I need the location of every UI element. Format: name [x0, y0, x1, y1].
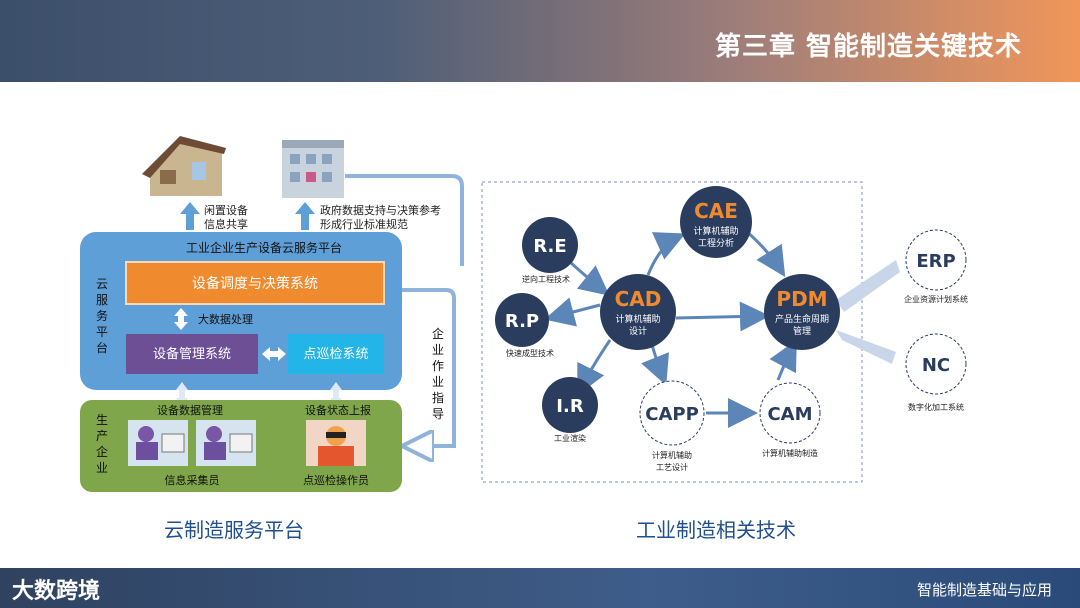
node-erp[interactable]: ERP 企业资源计划系统	[904, 229, 968, 304]
worker-computer-icon	[128, 420, 188, 466]
inspector-icon	[306, 420, 366, 466]
svg-text:NC: NC	[922, 355, 950, 376]
svg-text:I.R: I.R	[556, 396, 584, 417]
collector-label: 信息采集员	[165, 473, 220, 487]
node-cad[interactable]: CAD 计算机辅助 设计	[600, 274, 676, 350]
platform-title: 工业企业生产设备云服务平台	[186, 240, 342, 255]
svg-text:R.P: R.P	[505, 311, 539, 332]
svg-text:设计: 设计	[629, 325, 647, 337]
svg-text:企业资源计划系统: 企业资源计划系统	[904, 294, 968, 304]
svg-text:作: 作	[432, 359, 444, 373]
node-cam[interactable]: CAM 计算机辅助制造	[759, 382, 821, 458]
svg-text:服: 服	[96, 293, 108, 307]
svg-text:工艺设计: 工艺设计	[656, 462, 688, 472]
svg-text:R.E: R.E	[533, 236, 566, 257]
svg-text:业: 业	[432, 343, 444, 357]
svg-text:CAD: CAD	[615, 287, 662, 311]
svg-text:指: 指	[432, 390, 444, 405]
svg-text:设备管理系统: 设备管理系统	[153, 346, 231, 362]
svg-text:生: 生	[96, 413, 108, 427]
svg-text:CAM: CAM	[767, 404, 812, 425]
node-ir[interactable]: I.R 工业渲染	[542, 377, 598, 443]
svg-text:PDM: PDM	[776, 287, 827, 311]
worker-computer-icon	[196, 420, 256, 466]
node-nc[interactable]: NC 数字化加工系统	[905, 333, 967, 412]
svg-text:台: 台	[96, 340, 108, 355]
svg-text:形成行业标准规范: 形成行业标准规范	[320, 217, 408, 231]
gov-support-label: 政府数据支持与决策参考	[320, 203, 441, 217]
header-bar: 第三章 智能制造关键技术	[0, 0, 1080, 82]
node-cae[interactable]: CAE 计算机辅助 工程分析	[680, 186, 752, 258]
bigdata-arrow	[174, 308, 188, 330]
svg-text:计算机辅助制造: 计算机辅助制造	[762, 448, 818, 458]
svg-text:ERP: ERP	[916, 251, 955, 272]
svg-text:CAE: CAE	[694, 199, 738, 223]
share-up-arrow	[180, 202, 200, 230]
svg-text:CAPP: CAPP	[645, 404, 699, 425]
device-mgmt-box[interactable]	[126, 334, 258, 374]
svg-text:逆向工程技术: 逆向工程技术	[522, 274, 570, 284]
footer-bar: 大数跨境 智能制造基础与应用	[0, 568, 1080, 608]
bigdata-label: 大数据处理	[198, 312, 253, 326]
svg-text:计算机辅助: 计算机辅助	[652, 450, 692, 460]
svg-text:企: 企	[96, 444, 108, 459]
svg-text:数字化加工系统: 数字化加工系统	[908, 402, 964, 412]
svg-text:点巡检系统: 点巡检系统	[303, 347, 368, 362]
svg-text:企: 企	[432, 326, 444, 341]
svg-text:云: 云	[96, 277, 108, 291]
svg-text:务: 务	[96, 308, 108, 323]
operator-label: 点巡检操作员	[303, 473, 369, 487]
government-building-icon	[282, 140, 344, 198]
node-re[interactable]: R.E 逆向工程技术	[522, 217, 578, 284]
house-icon	[142, 136, 226, 196]
svg-text:产品生命周期: 产品生命周期	[775, 313, 829, 325]
status-report-label: 设备状态上报	[305, 403, 371, 417]
svg-text:产: 产	[96, 429, 108, 443]
left-caption: 云制造服务平台	[164, 518, 304, 542]
svg-text:业: 业	[96, 461, 108, 475]
manufacturing-tech-diagram: R.E 逆向工程技术 R.P 快速成型技术 I.R 工业渲染 CAD 计算机辅助…	[481, 181, 968, 483]
svg-text:计算机辅助: 计算机辅助	[693, 225, 738, 237]
brand-logo: 大数跨境	[12, 579, 101, 604]
svg-text:工业渲染: 工业渲染	[554, 433, 586, 443]
gov-up-arrow	[295, 202, 315, 230]
right-caption: 工业制造相关技术	[636, 518, 796, 542]
flow-arrows	[544, 228, 797, 428]
svg-text:业: 业	[432, 375, 444, 389]
node-pdm[interactable]: PDM 产品生命周期 管理	[764, 274, 840, 350]
data-mgmt-label: 设备数据管理	[157, 403, 223, 417]
feedback-line	[345, 174, 464, 266]
idle-info-label: 闲置设备	[204, 203, 248, 217]
svg-text:计算机辅助: 计算机辅助	[615, 313, 660, 325]
svg-text:工程分析: 工程分析	[698, 237, 734, 249]
chapter-title: 第三章 智能制造关键技术	[714, 32, 1022, 62]
course-name: 智能制造基础与应用	[916, 581, 1052, 599]
bidirectional-arrow	[262, 347, 286, 361]
svg-text:信息共享: 信息共享	[204, 217, 248, 231]
svg-text:快速成型技术: 快速成型技术	[506, 348, 554, 358]
cloud-platform-diagram: 闲置设备 信息共享 政府数据支持与决策参考 形成行业标准规范 工业企业生产设备云…	[80, 136, 464, 492]
side-label-enterprise: 生 产 企 业	[96, 413, 108, 475]
node-capp[interactable]: CAPP 计算机辅助 工艺设计	[639, 380, 705, 472]
node-rp[interactable]: R.P 快速成型技术	[495, 293, 554, 358]
dispatch-system-box[interactable]	[125, 261, 385, 305]
output-fan	[836, 260, 900, 364]
inspection-system-box[interactable]	[288, 334, 384, 374]
svg-text:设备调度与决策系统: 设备调度与决策系统	[192, 275, 318, 292]
side-label-cloud: 云 服 务 平 台	[96, 277, 108, 355]
enterprise-guide-label: 企 业 作 业 指 导	[432, 326, 444, 421]
svg-text:平: 平	[96, 325, 108, 339]
svg-text:管理: 管理	[793, 325, 811, 337]
svg-text:导: 导	[432, 407, 444, 421]
